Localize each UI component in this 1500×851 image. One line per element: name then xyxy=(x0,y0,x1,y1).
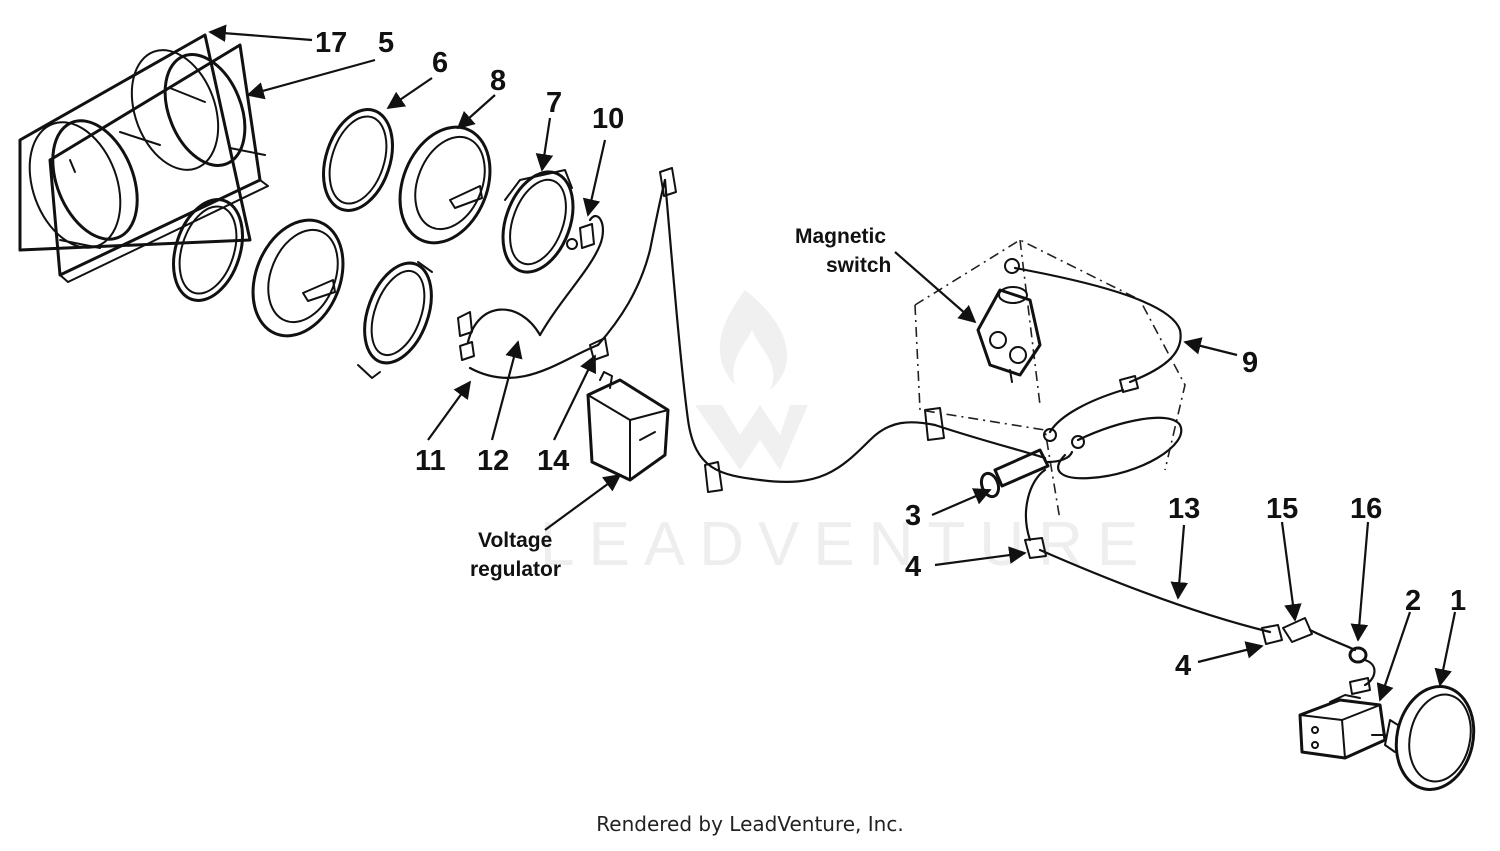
callout-2: 2 xyxy=(1405,585,1421,617)
part-ring-lower xyxy=(172,198,244,302)
part-bracket-2 xyxy=(1298,694,1387,760)
callout-7: 7 xyxy=(546,87,562,119)
label-magnetic: Magnetic xyxy=(795,225,886,248)
label-regulator: regulator xyxy=(470,558,561,581)
callouts: 17 5 6 8 7 10 11 12 14 9 3 4 13 15 16 4 … xyxy=(315,27,1466,682)
harness-headlights xyxy=(457,178,667,379)
part-lamp-lower xyxy=(251,218,345,338)
callout-10: 10 xyxy=(592,103,624,135)
text-labels: Magnetic switch Voltage regulator xyxy=(470,225,891,581)
callout-16: 16 xyxy=(1350,493,1382,525)
watermark-flame-icon xyxy=(695,290,808,470)
footer-credit: Rendered by LeadVenture, Inc. xyxy=(596,812,904,836)
part-housing-7 xyxy=(501,169,578,274)
label-switch: switch xyxy=(826,254,891,277)
callout-12: 12 xyxy=(477,445,509,477)
part-housing-lower xyxy=(357,261,433,379)
part-grommet-16 xyxy=(1348,646,1368,664)
callout-4-upper: 4 xyxy=(905,551,921,583)
part-ring-6 xyxy=(322,108,394,212)
part-clip-14 xyxy=(589,337,609,361)
wire-13 xyxy=(1038,548,1376,695)
leaders xyxy=(208,24,1457,702)
part-lamp-1 xyxy=(1371,685,1476,791)
harness-main xyxy=(659,167,945,493)
callout-14: 14 xyxy=(537,445,569,477)
callout-3: 3 xyxy=(905,500,921,532)
callout-5: 5 xyxy=(378,27,394,59)
part-gasket-17 xyxy=(18,33,252,252)
part-voltage-regulator xyxy=(586,371,670,482)
part-lamp-8 xyxy=(398,125,492,245)
callout-4-lower: 4 xyxy=(1175,650,1191,682)
callout-11: 11 xyxy=(415,445,446,477)
watermark: LEADVENTURE xyxy=(540,290,1152,579)
watermark-text: LEADVENTURE xyxy=(540,510,1152,579)
part-clip-15 xyxy=(1282,617,1313,643)
callout-1: 1 xyxy=(1450,585,1466,617)
callout-17: 17 xyxy=(315,27,347,59)
callout-8: 8 xyxy=(490,65,506,97)
callout-15: 15 xyxy=(1266,493,1298,525)
wire-9 xyxy=(1004,258,1183,480)
part-magnetic-switch xyxy=(914,239,1186,521)
callout-13: 13 xyxy=(1168,493,1200,525)
part-switch-3 xyxy=(933,423,1074,559)
callout-6: 6 xyxy=(432,47,448,79)
part-panel-5 xyxy=(48,43,269,283)
label-voltage: Voltage xyxy=(478,529,552,552)
callout-9: 9 xyxy=(1242,347,1258,379)
